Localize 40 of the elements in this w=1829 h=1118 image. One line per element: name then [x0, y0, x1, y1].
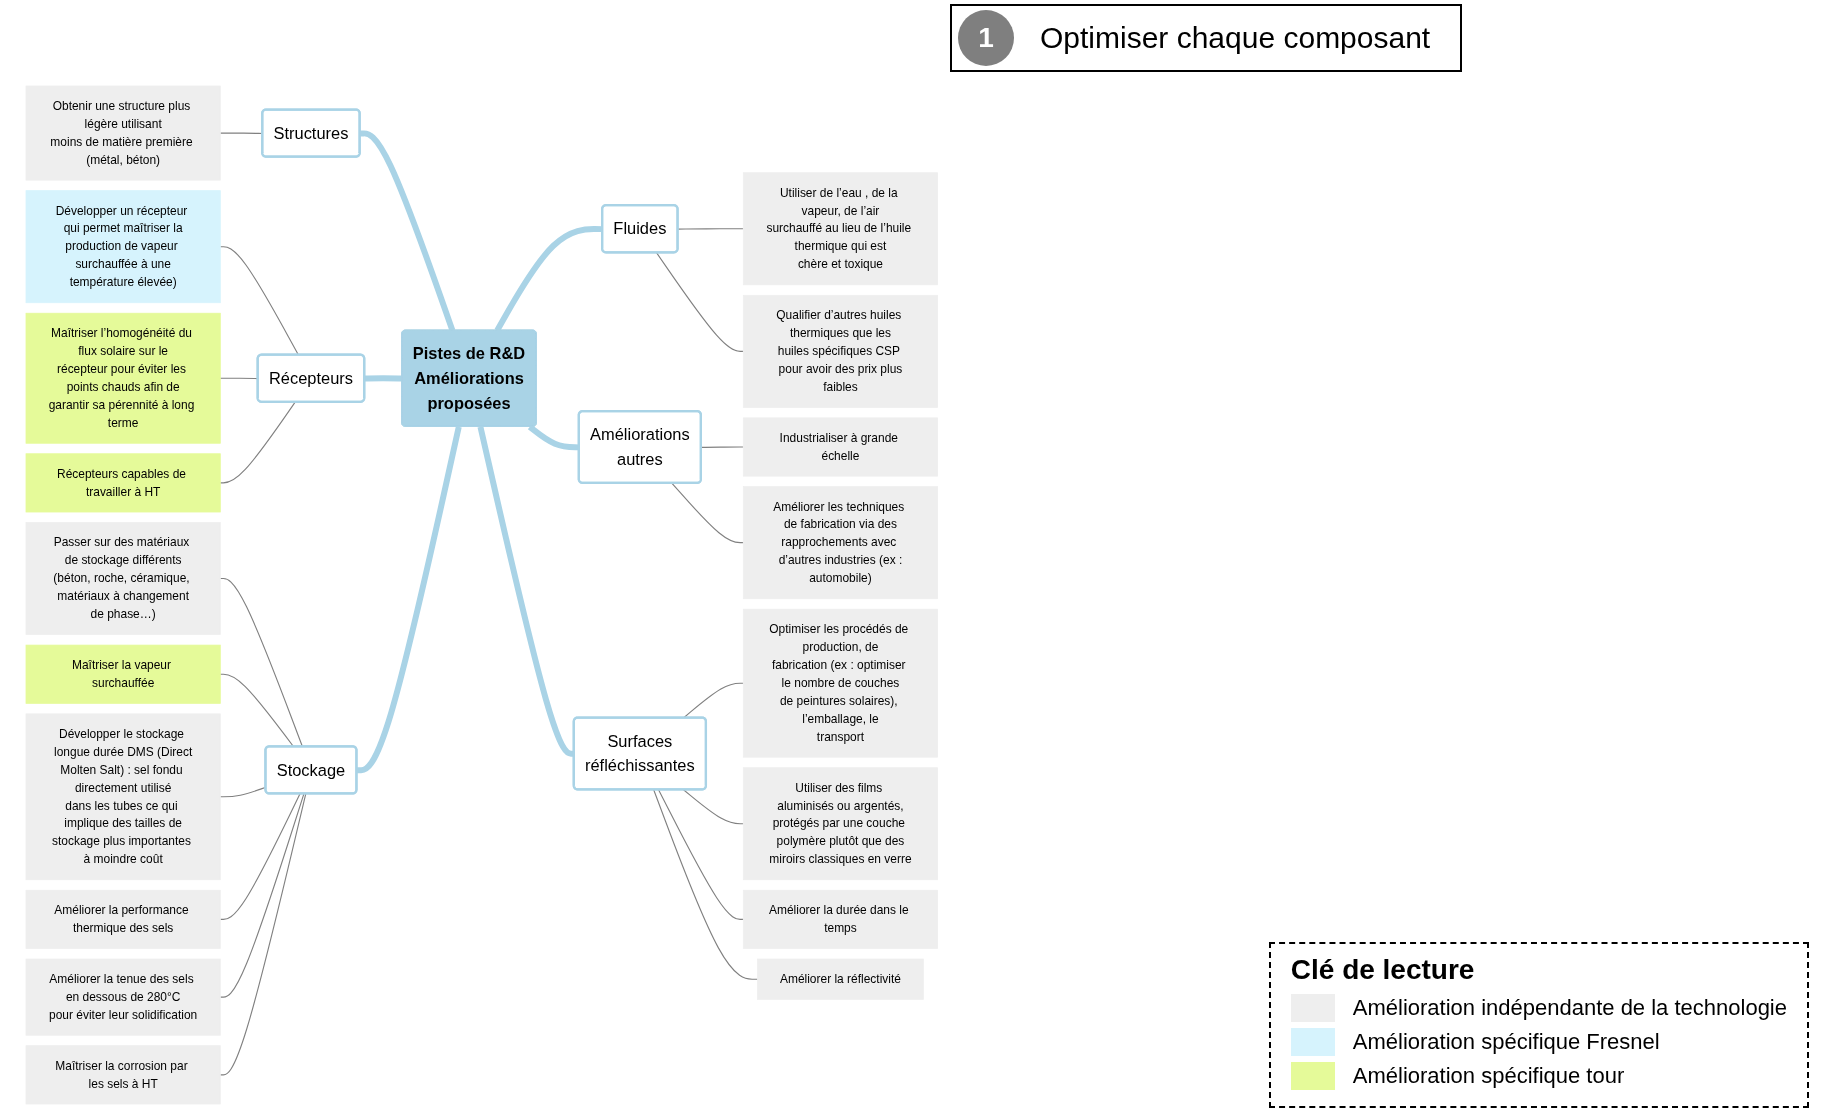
node-box: Utiliser de l’eau , de la vapeur, de l’air surchauffé au lieu de l’huile thermique qui est chère et toxique: [742, 172, 938, 286]
node-box: Améliorer la tenue des sels en dessous de 280°C pour éviter leur solidification: [25, 958, 221, 1036]
connector: [700, 446, 744, 448]
step-number-badge: 1: [958, 10, 1014, 66]
connector: [658, 789, 744, 920]
connector: [219, 793, 307, 1076]
connector: [494, 226, 603, 332]
connector: [219, 793, 305, 998]
legend-text: Amélioration spécifique Fresnel: [1352, 1029, 1660, 1055]
node-box: Améliorer la performance thermique des sels: [25, 889, 221, 949]
connector: [653, 789, 759, 980]
node-box: Développer le stockage longue durée DMS (Direct Molten Salt) : sel fondu directement utilisé dans les tubes ce qui implique des tailles de stockage plus importantes à moindre coût: [25, 713, 221, 881]
connector: [682, 789, 744, 825]
node-box: Passer sur des matériaux de stockage différents (béton, roche, céramique, matériaux à changement de phase…): [25, 522, 221, 635]
connector: [356, 426, 462, 774]
node-box: Industrialiser à grande échelle: [742, 417, 938, 477]
legend-text: Amélioration indépendante de la technologie: [1352, 995, 1787, 1021]
connector: [219, 401, 296, 484]
connector: [364, 375, 402, 382]
node-box: Améliorer les techniques de fabrication via des rapprochements avec d’autres industries (ex : automobile): [742, 486, 938, 600]
legend-text: Amélioration spécifique tour: [1352, 1063, 1625, 1089]
connector: [527, 424, 580, 451]
legend-heading: Clé de lecture: [1290, 954, 1476, 986]
node-box: Qualifier d’autres huiles thermiques que les huiles spécifiques CSP pour avoir des prix plus faibles: [742, 294, 938, 408]
node-box: Améliorer la réflectivité: [757, 958, 924, 1000]
node-box: Maîtriser la corrosion par les sels à HT: [25, 1045, 221, 1105]
node-box: Maîtriser l’homogénéité du flux solaire sur le récepteur pour éviter les points chauds afin de garantir sa pérennité à long terme: [25, 312, 221, 444]
node-box: Obtenir une structure plus légère utilisant moins de matière première (métal, béton): [25, 85, 221, 181]
connector: [655, 252, 744, 352]
connector: [219, 793, 301, 920]
connector: [359, 130, 456, 332]
node-box: Optimiser les procédés de production, de fabrication (ex : optimiser le nombre de couches de peintures solaires), l’emballage, le transport: [742, 608, 938, 758]
node-box: Maîtriser la vapeur surchauffée: [25, 644, 221, 704]
node-box: Récepteurs capables de travailler à HT: [25, 453, 221, 513]
node-box: Utiliser des films aluminisés ou argentés, protégés par une couche polymère plutôt que des miroirs classiques en verre: [742, 767, 938, 881]
connector: [677, 228, 744, 230]
node-box: Améliorer la durée dans le temps: [742, 889, 938, 949]
node-box: Développer un récepteur qui permet maîtriser la production de vapeur surchauffée à une température élevée): [25, 190, 221, 304]
title: Optimiser chaque composant: [1040, 21, 1431, 55]
connector: [671, 482, 744, 544]
